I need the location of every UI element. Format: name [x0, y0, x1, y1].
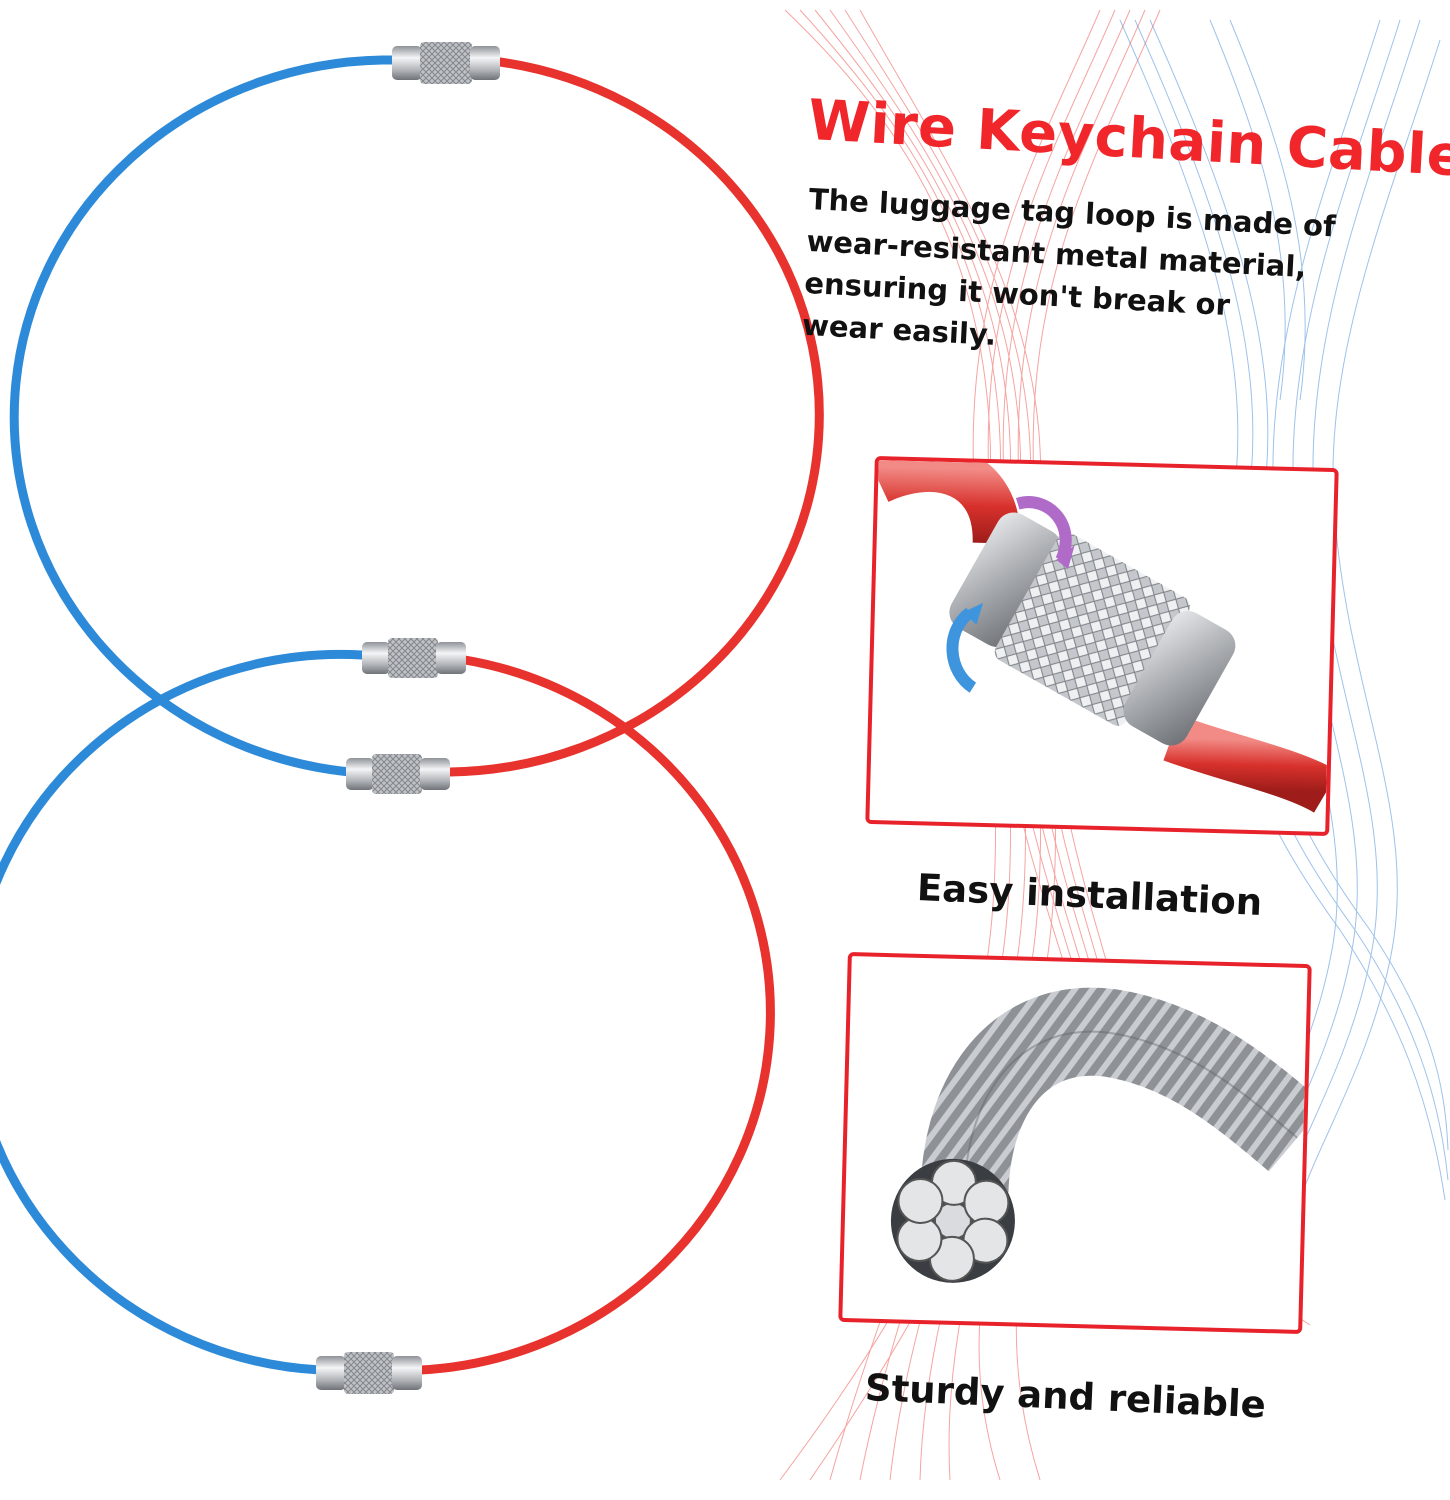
upper-ring-blue-half [9, 55, 400, 777]
screw-lock-mid-upper [362, 638, 466, 678]
lower-ring-blue-half [0, 649, 367, 1375]
screw-lock-top [392, 42, 500, 84]
steel-strand-cross-section-icon [890, 987, 1308, 1283]
lower-ring-red-half [415, 655, 775, 1375]
screw-lock-mid-lower [346, 754, 450, 794]
description: The luggage tag loop is made of wear-res… [801, 178, 1409, 377]
upper-ring-red-half [445, 57, 824, 777]
feature-frame-installation [865, 455, 1339, 837]
screw-lock-bottom [316, 1352, 422, 1394]
upper-cable-ring [9, 55, 824, 777]
lower-cable-ring [0, 649, 775, 1375]
feature-frame-sturdy [838, 951, 1312, 1335]
twist-lock-closeup-icon [869, 460, 1335, 813]
